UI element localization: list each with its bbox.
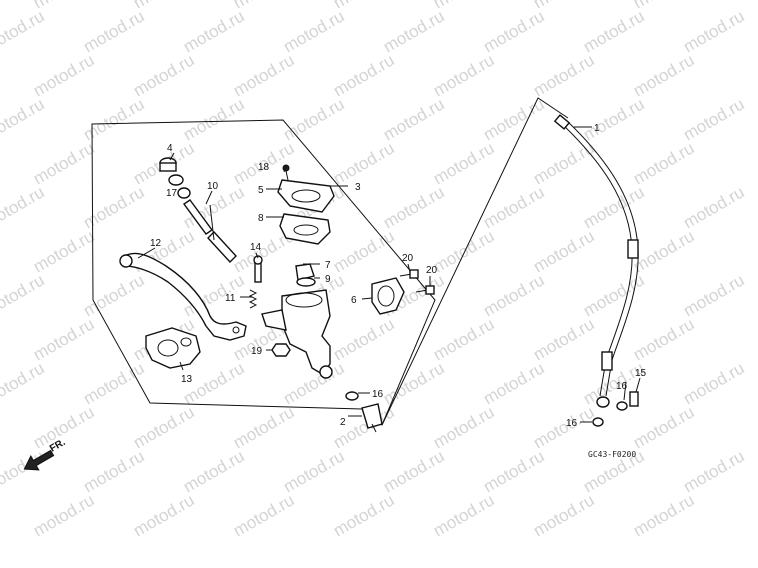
hose-banjo-bolt (592, 391, 639, 427)
piston-set (183, 199, 237, 264)
handlebar-clamp (371, 277, 405, 315)
callout-leaders (137, 126, 641, 423)
callout-1: 1 (594, 123, 600, 134)
drawing-code: GC43-F0200 (588, 450, 636, 459)
guide-line (381, 97, 569, 426)
callout-8: 8 (258, 213, 264, 224)
callout-13: 13 (181, 374, 193, 385)
brake-lever (119, 252, 247, 341)
callout-14: 14 (250, 242, 262, 253)
callout-9: 9 (325, 274, 331, 285)
callout-19: 19 (251, 346, 263, 357)
callout-18: 18 (258, 162, 270, 173)
return-spring (248, 289, 258, 309)
callout-2: 2 (340, 417, 346, 428)
callout-7: 7 (325, 260, 331, 271)
clamp-bolt-lower (415, 285, 435, 295)
callout-6: 6 (351, 295, 357, 306)
callout-20-upper: 20 (402, 253, 414, 264)
callout-15: 15 (635, 368, 647, 379)
front-direction-arrow (23, 449, 55, 471)
piston-boot (159, 157, 177, 172)
reservoir-cap (277, 179, 335, 213)
nut (271, 343, 291, 357)
callout-16-hose: 16 (616, 381, 628, 392)
brake-hose (553, 114, 639, 408)
front-direction-label: FR. (48, 437, 68, 455)
callout-10: 10 (207, 181, 219, 192)
callout-12: 12 (150, 238, 162, 249)
pivot-bolt (253, 255, 263, 283)
snap-ring (168, 174, 191, 199)
callout-17: 17 (166, 188, 178, 199)
callout-20-lower: 20 (426, 265, 438, 276)
callout-16-banjo: 16 (372, 389, 384, 400)
callout-4: 4 (167, 143, 173, 154)
banjo-bolt (361, 403, 383, 433)
lever-holder (145, 327, 201, 369)
diaphragm-plate (279, 213, 331, 245)
callout-11: 11 (225, 293, 236, 304)
float-seal (295, 263, 316, 287)
master-cylinder-body (261, 289, 333, 379)
callout-5: 5 (258, 185, 264, 196)
callout-3: 3 (355, 182, 361, 193)
clamp-bolt-upper (399, 269, 419, 279)
banjo-washer-left (345, 391, 359, 401)
callout-16-lower: 16 (566, 418, 578, 429)
